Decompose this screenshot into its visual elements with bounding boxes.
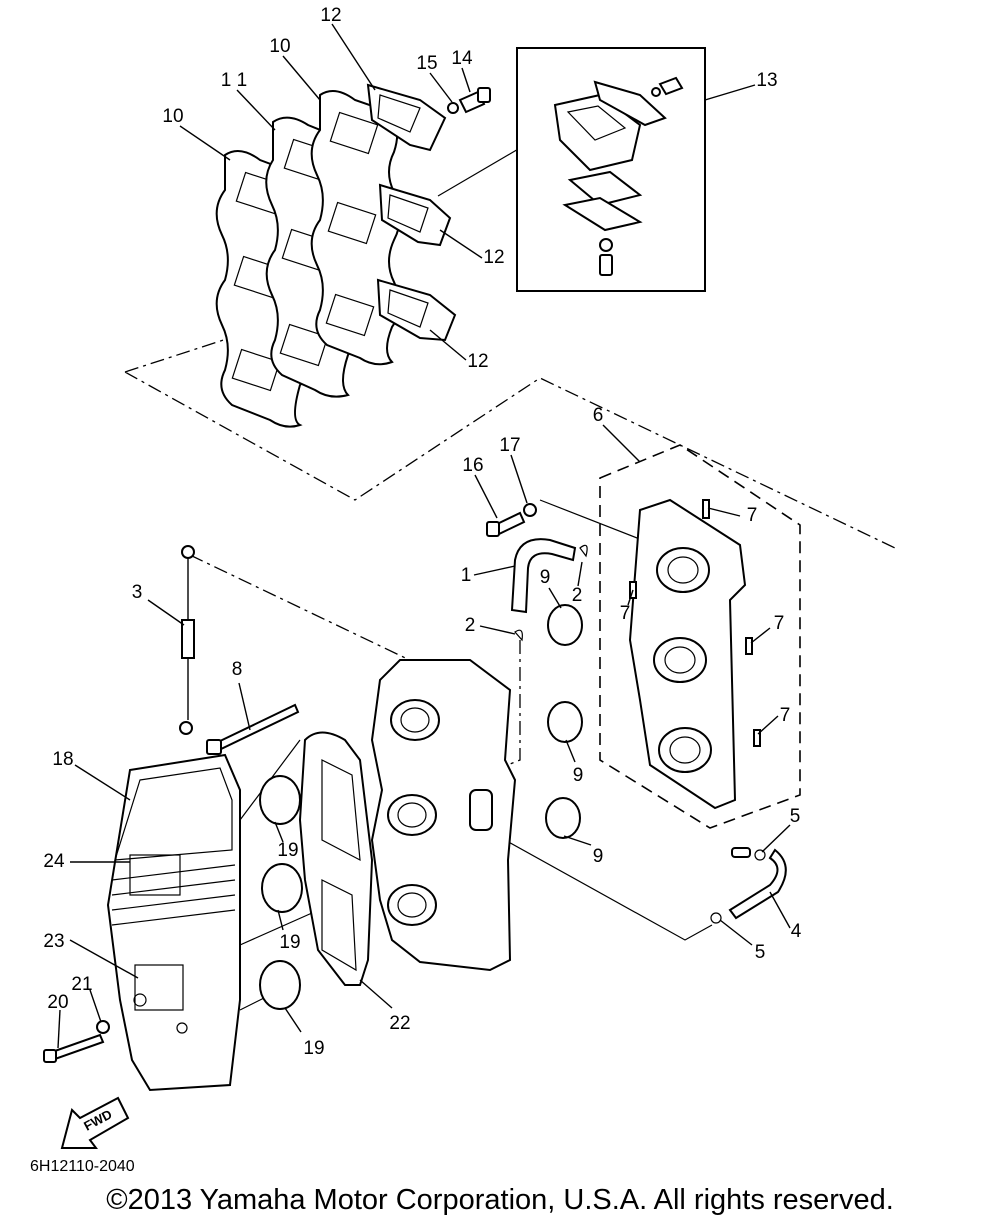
drawing-code: 6H12110-2040 (30, 1158, 135, 1175)
callout-10-b: 10 (162, 106, 183, 127)
reed-valve-12-low (376, 278, 457, 342)
callout-15: 15 (416, 53, 437, 74)
fwd-arrow-icon: FWD (60, 1096, 130, 1149)
callout-3: 3 (132, 582, 143, 603)
group-line-hose (539, 499, 656, 546)
callout-11: 1 1 (221, 70, 247, 91)
gasket-22 (298, 731, 374, 986)
callout-2-b: 2 (465, 615, 476, 636)
bolt-16 (486, 511, 526, 537)
callout-4: 4 (791, 921, 802, 942)
callout-7-b: 7 (620, 603, 631, 624)
callout-1: 1 (461, 565, 472, 586)
callout-7-a: 7 (747, 505, 758, 526)
callout-5-b: 5 (755, 942, 766, 963)
callout-24: 24 (43, 851, 65, 872)
callout-12-b: 12 (483, 247, 504, 268)
callout-23: 23 (43, 931, 64, 952)
screw-14 (458, 87, 491, 114)
reed-valve-12-top (366, 83, 447, 152)
o-ring-9-c (545, 797, 581, 839)
clip-2-b (514, 629, 523, 642)
callout-19-c: 19 (303, 1038, 324, 1059)
callout-6: 6 (593, 405, 604, 426)
pin-7-a (702, 499, 710, 519)
callout-5-a: 5 (790, 806, 801, 827)
group-line-5 (504, 839, 713, 941)
callout-21: 21 (71, 974, 92, 995)
callout-12-c: 12 (467, 351, 488, 372)
callout-13: 13 (756, 70, 777, 91)
link-rod-3 (179, 545, 195, 735)
hose-4 (728, 848, 787, 920)
bolt-8 (206, 703, 300, 755)
o-ring-19-a (259, 775, 301, 825)
screw-20 (43, 1033, 105, 1063)
callout-20: 20 (47, 992, 68, 1013)
callout-8: 8 (232, 659, 243, 680)
pin-7-c (745, 637, 753, 655)
callout-18: 18 (52, 749, 73, 770)
callout-2-a: 2 (572, 585, 583, 606)
intake-manifold-6 (628, 498, 747, 810)
copyright-notice: ©2013 Yamaha Motor Corporation, U.S.A. A… (106, 1184, 894, 1216)
gasket-10-front (310, 90, 401, 366)
label-23 (134, 964, 184, 1011)
washer-21 (96, 1020, 110, 1034)
clip-2-a (579, 544, 588, 558)
hose-1 (510, 538, 577, 614)
o-ring-9-b (547, 701, 583, 743)
callout-9-b: 9 (573, 765, 584, 786)
callout-14: 14 (451, 48, 473, 69)
callout-10-a: 10 (269, 36, 290, 57)
pin-7-d (753, 729, 761, 747)
o-ring-9-a (547, 604, 583, 646)
callout-9-c: 9 (593, 846, 604, 867)
manifold-6-dashed-box (599, 444, 801, 829)
callout-7-d: 7 (780, 705, 791, 726)
fitting-5 (731, 847, 751, 858)
o-ring-19-b (261, 863, 303, 913)
intake-silencer-18 (106, 753, 241, 1092)
callout-7-c: 7 (774, 613, 785, 634)
reed-valve-12-mid (378, 183, 452, 247)
carburetor-body (370, 659, 517, 972)
callout-16: 16 (462, 455, 483, 476)
callout-19-b: 19 (279, 932, 300, 953)
callout-17: 17 (499, 435, 520, 456)
group-line-rod (189, 554, 421, 666)
reed-valve-assembly-13 (553, 76, 684, 276)
group-line-reed-13 (437, 147, 521, 197)
callout-9-a: 9 (540, 567, 551, 588)
callout-12-a: 12 (320, 5, 341, 26)
clip-5-a (754, 849, 766, 861)
washer-17 (523, 503, 537, 517)
callout-22: 22 (389, 1013, 410, 1034)
callout-19-a: 19 (277, 840, 298, 861)
clip-5-b (710, 912, 722, 924)
leader-lines (57, 23, 791, 1049)
o-ring-19-c (259, 960, 301, 1010)
label-24 (129, 854, 181, 896)
washer-15 (447, 102, 459, 114)
